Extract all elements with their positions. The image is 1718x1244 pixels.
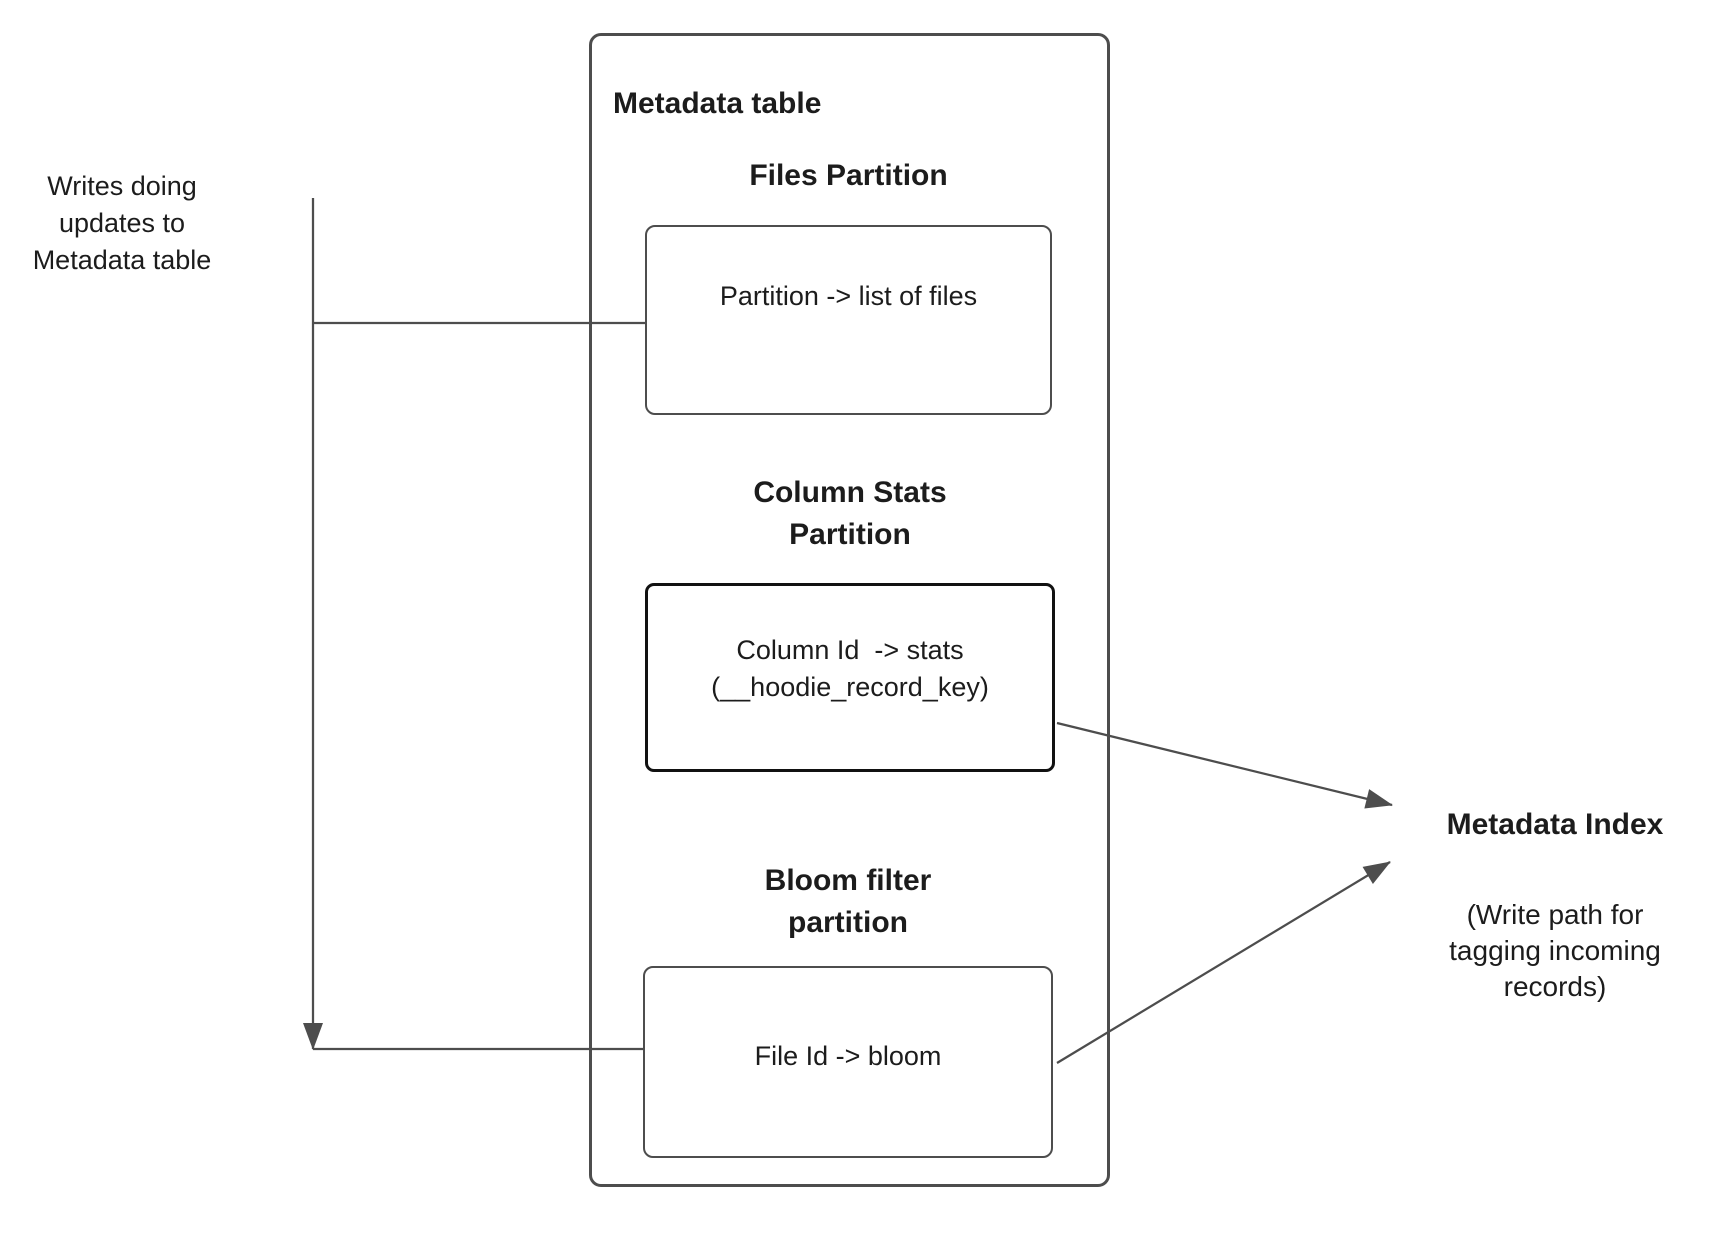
files-partition-box-text: Partition -> list of files — [719, 281, 978, 311]
metadata-index-note: (Write path for tagging incoming records… — [1449, 899, 1661, 1002]
metadata-index-title: Metadata Index — [1446, 808, 1664, 841]
files-partition-box: Partition -> list of files — [645, 225, 1052, 415]
bloom-filter-partition-heading: Bloom filter partition — [764, 864, 932, 939]
writes-updates-note: Writes doing updates to Metadata table — [32, 171, 212, 275]
bloom-filter-partition-box-text: File Id -> bloom — [754, 1041, 942, 1071]
column-stats-partition-box-text: Column Id -> stats (__hoodie_record_key) — [711, 635, 989, 702]
column-stats-partition-heading: Column Stats Partition — [753, 476, 947, 551]
bloom-filter-partition-box: File Id -> bloom — [643, 966, 1053, 1158]
files-partition-heading: Files Partition — [749, 159, 948, 192]
metadata-table-title: Metadata table — [613, 87, 822, 120]
column-stats-partition-box: Column Id -> stats (__hoodie_record_key) — [645, 583, 1055, 772]
